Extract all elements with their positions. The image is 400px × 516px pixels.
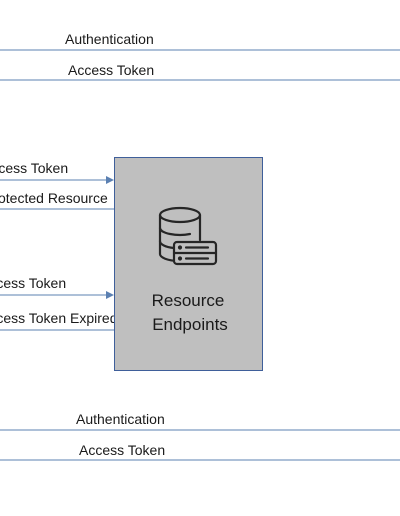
database-server-icon bbox=[158, 206, 218, 266]
access-token-request-label-1: Access Token bbox=[0, 160, 68, 176]
top-access-token-label: Access Token bbox=[68, 62, 154, 78]
protected-resource-label: Protected Resource bbox=[0, 190, 108, 206]
access-token-expired-label: Access Token Expired bbox=[0, 310, 117, 326]
bottom-authentication-label: Authentication bbox=[76, 411, 165, 427]
bottom-access-token-label: Access Token bbox=[79, 442, 165, 458]
top-authentication-label: Authentication bbox=[65, 31, 154, 47]
box-title-line-1: Resource bbox=[152, 291, 225, 310]
access-token-request-label-2: Access Token bbox=[0, 275, 66, 291]
box-title-line-2: Endpoints bbox=[152, 315, 228, 334]
